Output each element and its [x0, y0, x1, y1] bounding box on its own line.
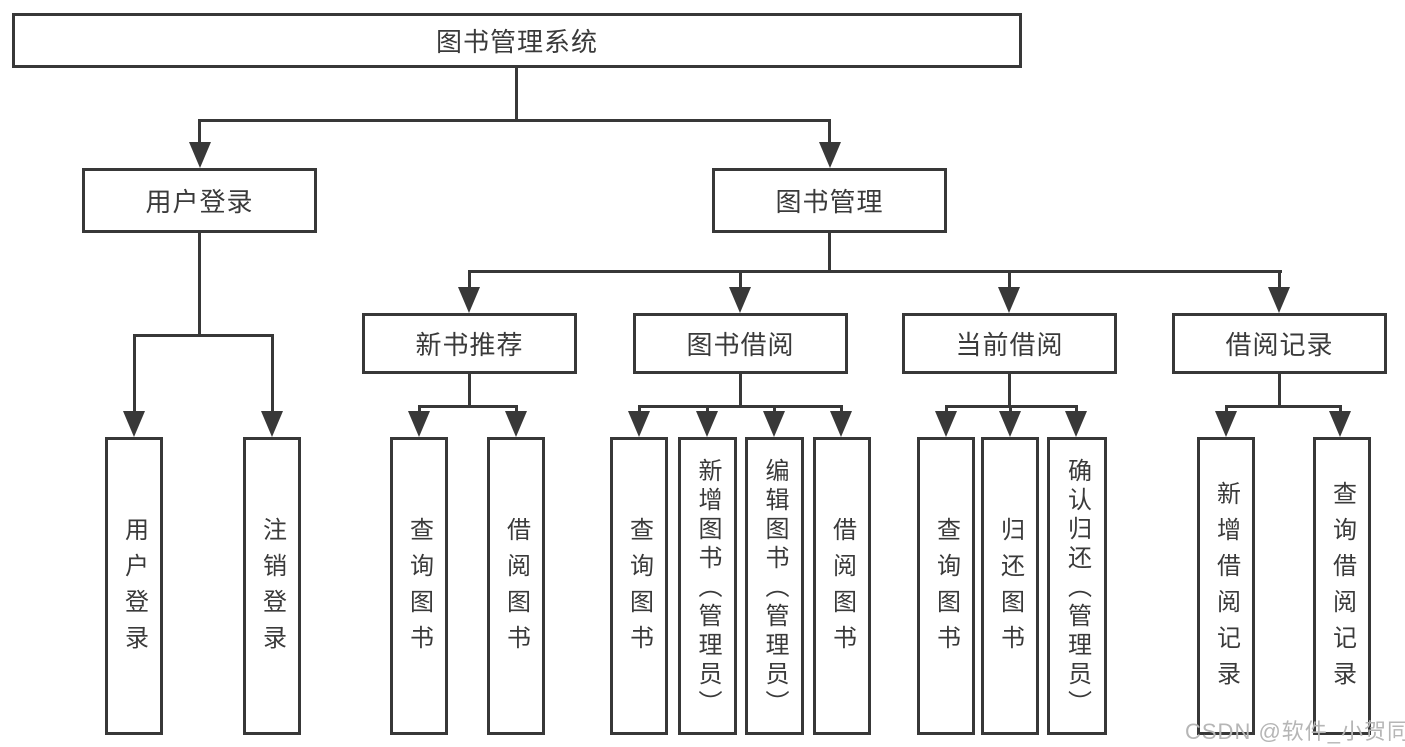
connector-drop-bb3: [773, 405, 776, 412]
connector-drop-br2: [1339, 405, 1342, 412]
connector-l3-bar: [469, 270, 1282, 273]
connector-drop-user-login: [198, 119, 201, 145]
connector-drop-leaf-userlogin: [133, 334, 136, 412]
leaf-confirm-return-admin: 确认归还（管理员）: [1047, 437, 1107, 735]
connector-drop-br1: [1225, 405, 1228, 412]
arrowhead-bookborrow: [729, 287, 751, 313]
connector-newbook-stem: [468, 373, 471, 408]
arrowhead-bb2: [696, 411, 718, 437]
arrowhead-currentborrow: [998, 287, 1020, 313]
connector-drop-bookborrow: [739, 270, 742, 288]
arrowhead-cb1: [935, 411, 957, 437]
connector-drop-cb1: [945, 405, 948, 412]
arrowhead-bb3: [763, 411, 785, 437]
arrowhead-bb4: [830, 411, 852, 437]
connector-drop-bb2: [706, 405, 709, 412]
node-book-borrow: 图书借阅: [633, 313, 848, 374]
connector-drop-currentborrow: [1008, 270, 1011, 288]
connector-currentborrow-stem: [1008, 373, 1011, 408]
connector-bookmgmt-stem: [828, 232, 831, 273]
connector-drop-leaf-logout: [271, 334, 274, 412]
node-borrow-records: 借阅记录: [1172, 313, 1387, 374]
connector-drop-nb1: [418, 405, 421, 412]
connector-drop-nb2: [515, 405, 518, 412]
arrowhead-br1: [1215, 411, 1237, 437]
connector-l1-bar: [198, 119, 831, 122]
arrowhead-newbook: [458, 287, 480, 313]
leaf-query-books-3: 查询图书: [917, 437, 975, 735]
leaf-query-borrow-record: 查询借阅记录: [1313, 437, 1371, 735]
node-book-management: 图书管理: [712, 168, 947, 233]
connector-newbook-bar: [418, 405, 518, 408]
leaf-return-books: 归还图书: [981, 437, 1039, 735]
arrowhead-borrowrecord: [1268, 287, 1290, 313]
arrowhead-leaf-userlogin: [123, 411, 145, 437]
connector-drop-borrowrecord: [1278, 270, 1281, 288]
connector-root-stem: [515, 66, 518, 121]
node-root: 图书管理系统: [12, 13, 1022, 68]
arrowhead-book-mgmt: [819, 142, 841, 168]
arrowhead-nb1: [408, 411, 430, 437]
arrowhead-user-login: [189, 142, 211, 168]
node-current-borrow: 当前借阅: [902, 313, 1117, 374]
connector-userlogin-bar: [133, 334, 274, 337]
connector-drop-newbook: [468, 270, 471, 288]
leaf-add-books-admin: 新增图书（管理员）: [678, 437, 737, 735]
connector-drop-bb4: [840, 405, 843, 412]
connector-drop-bb1: [638, 405, 641, 412]
leaf-add-borrow-record: 新增借阅记录: [1197, 437, 1255, 735]
connector-bookborrow-bar: [638, 405, 843, 408]
leaf-edit-books-admin: 编辑图书（管理员）: [745, 437, 804, 735]
arrowhead-nb2: [505, 411, 527, 437]
leaf-user-login: 用户登录: [105, 437, 163, 735]
connector-drop-book-mgmt: [828, 119, 831, 145]
connector-bookborrow-stem: [739, 373, 742, 408]
leaf-borrow-books-1: 借阅图书: [487, 437, 545, 735]
node-user-login: 用户登录: [82, 168, 317, 233]
arrowhead-br2: [1329, 411, 1351, 437]
arrowhead-cb3: [1065, 411, 1087, 437]
arrowhead-cb2: [999, 411, 1021, 437]
connector-borrowrecord-bar: [1225, 405, 1342, 408]
arrowhead-bb1: [628, 411, 650, 437]
leaf-query-books-2: 查询图书: [610, 437, 668, 735]
connector-drop-cb2: [1009, 405, 1012, 412]
connector-borrowrecord-stem: [1278, 373, 1281, 408]
leaf-logout: 注销登录: [243, 437, 301, 735]
connector-drop-cb3: [1075, 405, 1078, 412]
connector-userlogin-stem: [198, 232, 201, 337]
csdn-watermark: CSDN @软件_小贺同学: [1185, 719, 1405, 744]
arrowhead-leaf-logout: [261, 411, 283, 437]
leaf-borrow-books-2: 借阅图书: [813, 437, 871, 735]
node-new-book-recommend: 新书推荐: [362, 313, 577, 374]
leaf-query-books-1: 查询图书: [390, 437, 448, 735]
